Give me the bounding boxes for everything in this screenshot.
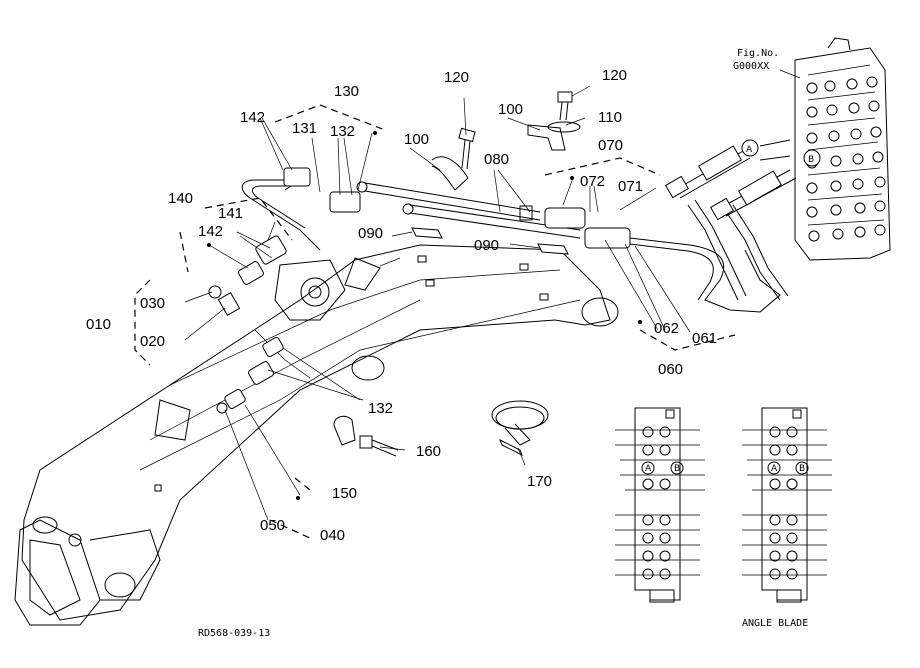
callout-142-mid: 142 [198,223,223,240]
schematic-a-label-1: A [645,464,652,474]
callout-132-top: 132 [330,123,355,140]
callout-150: 150 [332,485,357,502]
lower-fittings [208,235,287,414]
callout-numbers: 130 142 131 132 100 120 080 100 120 110 … [86,67,717,544]
callout-070: 070 [598,137,623,154]
drawing-id: RD568-039-13 [198,628,270,639]
boom-assembly [14,244,619,626]
callout-130: 130 [334,83,359,100]
callout-020: 020 [140,333,165,350]
cable-tie-170 [491,400,549,457]
callout-100-left: 100 [404,131,429,148]
fig-no-label: Fig.No. [737,48,779,59]
callout-131: 131 [292,120,317,137]
hose-130 [241,167,361,251]
callout-090-right: 090 [474,237,499,254]
hoses-to-valve [665,145,797,301]
clips-100 [431,124,566,191]
port-a-marker [741,139,759,157]
callout-132-lower: 132 [368,400,393,417]
callout-160: 160 [416,443,441,460]
callout-090-left: 090 [358,225,383,242]
callout-030: 030 [140,295,165,312]
pipe-080 [356,181,581,239]
callout-060: 060 [658,361,683,378]
angle-blade-caption: ANGLE BLADE [742,618,808,629]
callout-050: 050 [260,517,285,534]
callout-170: 170 [527,473,552,490]
port-a-label: A [746,145,753,155]
valve-schematic-standard: A B [615,407,705,603]
callout-142-top: 142 [240,109,265,126]
control-valve: A B Fig.No. G000XX [733,37,891,261]
callout-100-right: 100 [498,101,523,118]
fig-no-value: G000XX [733,61,769,72]
callout-061: 061 [692,330,717,347]
callout-072: 072 [580,173,605,190]
bolt-160 [333,415,399,457]
callout-141: 141 [218,205,243,222]
hose-060 [544,207,781,313]
callout-071: 071 [618,178,643,195]
port-b-label: B [808,155,814,165]
callout-010: 010 [86,316,111,333]
leader-lines [184,85,691,521]
schematic-b-label-1: B [674,464,680,474]
group-brackets [134,104,736,539]
schematic-a-label-2: A [771,464,778,474]
clamps-090 [411,227,569,255]
callout-040: 040 [320,527,345,544]
port-b-marker [803,149,821,167]
callout-140: 140 [168,190,193,207]
callout-120-left: 120 [444,69,469,86]
callout-110: 110 [598,109,622,126]
callout-120-right: 120 [602,67,627,84]
valve-schematic-angle-blade: A B [742,407,832,603]
callout-080: 080 [484,151,509,168]
dot-markers [207,131,642,500]
bolts-120 [458,91,581,170]
callout-062: 062 [654,320,679,337]
schematic-b-label-2: B [799,464,805,474]
